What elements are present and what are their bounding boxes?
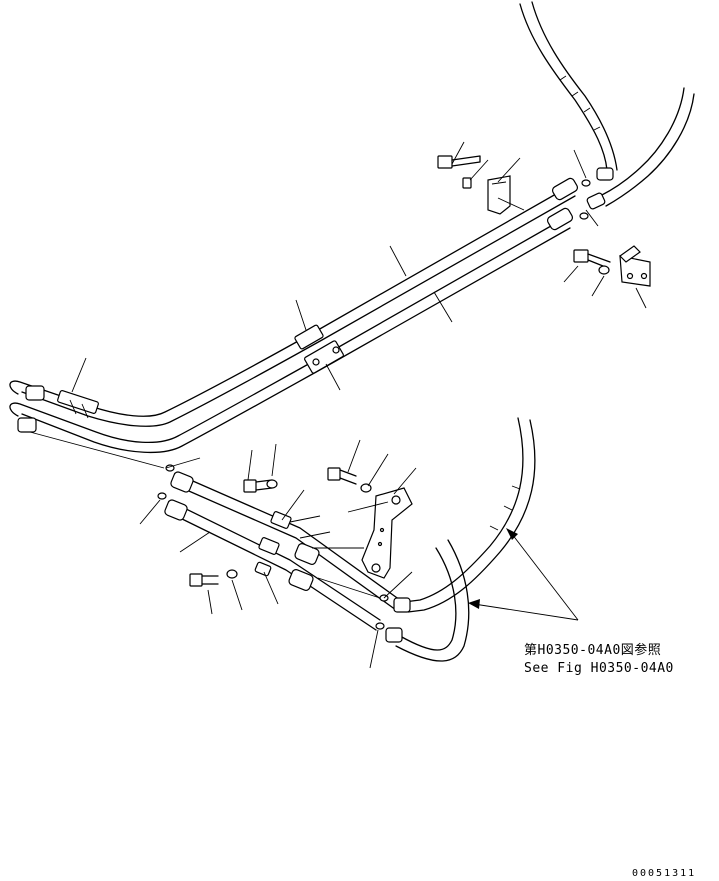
lower-bolt bbox=[189, 573, 219, 587]
washer bbox=[598, 265, 610, 275]
washer bbox=[266, 479, 278, 489]
right-flex-hose bbox=[586, 87, 695, 210]
washer bbox=[226, 569, 238, 579]
o-ring bbox=[579, 212, 589, 220]
o-ring bbox=[375, 622, 385, 630]
reference-label-english: See Fig H0350-04A0 bbox=[524, 661, 674, 676]
top-bracket bbox=[487, 175, 511, 215]
lower-clamp bbox=[270, 511, 292, 529]
left-end-fittings bbox=[17, 385, 99, 433]
o-ring bbox=[581, 179, 591, 187]
middle-clamp bbox=[294, 324, 344, 374]
drawing-code: 00051311 bbox=[632, 868, 696, 879]
o-ring bbox=[157, 492, 167, 500]
flex-hose-c bbox=[393, 417, 536, 613]
upper-flex-hose bbox=[519, 1, 618, 181]
reference-label-japanese: 第H0350-04A0図参照 bbox=[524, 642, 661, 658]
right-bolt bbox=[573, 249, 611, 269]
reference-arrows bbox=[468, 528, 579, 621]
lower-clamp bbox=[258, 537, 280, 555]
lower-bolt bbox=[327, 467, 357, 485]
lower-hose-a bbox=[170, 471, 401, 611]
top-bolt bbox=[437, 155, 481, 169]
spacer bbox=[462, 177, 472, 189]
lower-clamp bbox=[254, 561, 272, 577]
right-bracket bbox=[619, 245, 651, 287]
upper-tube-b bbox=[9, 207, 574, 454]
leader-lines bbox=[29, 141, 647, 669]
upper-tube-a bbox=[9, 177, 579, 427]
flex-hose-d bbox=[385, 539, 470, 662]
lower-hose-b bbox=[164, 499, 381, 631]
washer bbox=[360, 483, 372, 493]
support-bracket bbox=[361, 487, 413, 579]
